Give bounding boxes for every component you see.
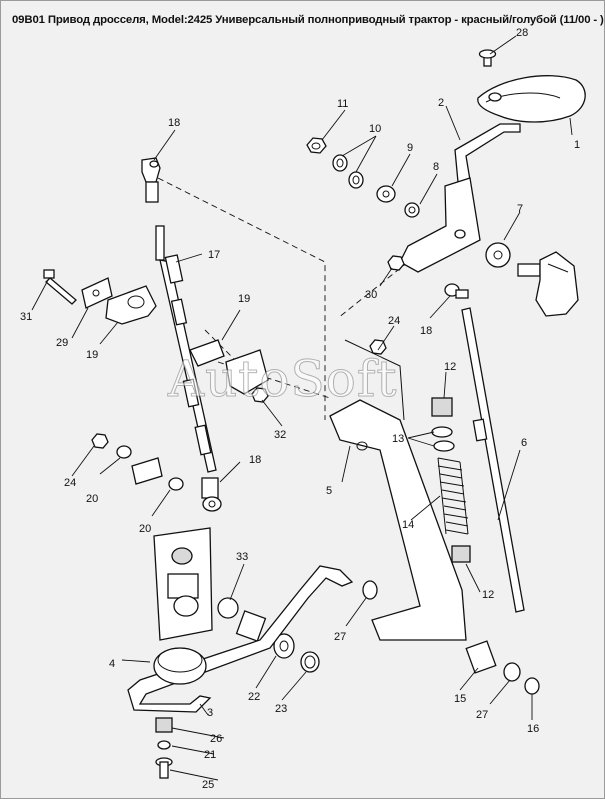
assembly-lines bbox=[157, 177, 409, 420]
callout-14: 14 bbox=[402, 519, 414, 531]
part-9-washer bbox=[376, 185, 396, 203]
part-24-nut-left bbox=[91, 433, 109, 449]
part-25-screw bbox=[155, 757, 173, 779]
part-13-washers bbox=[431, 426, 455, 452]
callout-28: 28 bbox=[516, 27, 528, 39]
callout-16: 16 bbox=[527, 723, 539, 735]
callout-33: 33 bbox=[236, 551, 248, 563]
part-20-washer-a bbox=[116, 445, 132, 459]
leader-lines bbox=[31, 35, 573, 781]
callout-23: 23 bbox=[275, 703, 287, 715]
part-8-bushing bbox=[404, 202, 420, 218]
callout-18-bot: 18 bbox=[249, 454, 261, 466]
part-22-bushing bbox=[235, 610, 295, 659]
part-17-throttle-cable bbox=[155, 225, 217, 473]
callout-5: 5 bbox=[326, 485, 332, 497]
part-21-washer bbox=[157, 740, 171, 750]
part-5-main-bracket bbox=[329, 339, 467, 641]
part-15-bushing bbox=[465, 640, 497, 674]
part-7-friction-assembly bbox=[485, 242, 579, 317]
callout-27-left: 27 bbox=[334, 631, 346, 643]
part-28-screw bbox=[478, 49, 497, 67]
callout-26: 26 bbox=[210, 733, 222, 745]
callout-20-b: 20 bbox=[139, 523, 151, 535]
part-16-ring bbox=[524, 677, 540, 695]
part-12-spring-cap-top bbox=[431, 397, 453, 417]
part-6-throttle-rod bbox=[461, 307, 525, 613]
callout-7: 7 bbox=[517, 203, 523, 215]
part-23-ring bbox=[300, 651, 320, 673]
part-27-washer-left bbox=[362, 580, 378, 600]
callout-1: 1 bbox=[574, 139, 580, 151]
part-19-clamp-bracket bbox=[105, 285, 157, 325]
callout-17: 17 bbox=[208, 249, 220, 261]
callout-24-mid: 24 bbox=[388, 315, 400, 327]
part-20-plate bbox=[131, 457, 163, 485]
part-18-rod-eye-middle bbox=[444, 283, 469, 299]
callout-6: 6 bbox=[521, 437, 527, 449]
callout-3: 3 bbox=[207, 707, 213, 719]
callout-4: 4 bbox=[109, 658, 115, 670]
callout-32: 32 bbox=[274, 429, 286, 441]
callout-18-top: 18 bbox=[168, 117, 180, 129]
part-12-spring-cap-bottom bbox=[451, 545, 471, 563]
diagram-title: 09B01 Привод дросселя, Model:2425 Универ… bbox=[12, 14, 604, 26]
callout-2: 2 bbox=[438, 97, 444, 109]
part-33-pivot-block bbox=[153, 527, 239, 641]
callout-24-left: 24 bbox=[64, 477, 76, 489]
part-27-washer-right bbox=[503, 662, 521, 682]
part-14-spring bbox=[437, 457, 469, 535]
part-32-nut bbox=[251, 387, 269, 403]
part-18-rod-end-bottom bbox=[201, 477, 222, 512]
part-29-cable-clamp bbox=[81, 277, 113, 309]
callout-27-right: 27 bbox=[476, 709, 488, 721]
part-31-bolt bbox=[43, 269, 77, 305]
part-18-ball-joint-top bbox=[141, 157, 161, 203]
callout-22: 22 bbox=[248, 691, 260, 703]
callout-30: 30 bbox=[365, 289, 377, 301]
callout-19-left: 19 bbox=[86, 349, 98, 361]
part-2-throttle-lever bbox=[399, 123, 521, 273]
part-26-clip bbox=[155, 717, 173, 733]
callout-25: 25 bbox=[202, 779, 214, 791]
callout-9: 9 bbox=[407, 142, 413, 154]
callout-10: 10 bbox=[369, 123, 381, 135]
callout-13: 13 bbox=[392, 433, 404, 445]
part-11-nut bbox=[306, 137, 327, 154]
callout-12b: 12 bbox=[482, 589, 494, 601]
callout-19-right: 19 bbox=[238, 293, 250, 305]
callout-20-a: 20 bbox=[86, 493, 98, 505]
callout-labels: 1 2 3 4 5 6 7 8 9 10 11 12 13 14 12 15 1… bbox=[20, 27, 580, 791]
part-1-throttle-knob bbox=[477, 75, 586, 123]
callout-15: 15 bbox=[454, 693, 466, 705]
callout-21: 21 bbox=[204, 749, 216, 761]
part-30-nut bbox=[387, 255, 405, 271]
callout-29: 29 bbox=[56, 337, 68, 349]
part-20-washer-b bbox=[168, 477, 184, 491]
callout-8: 8 bbox=[433, 161, 439, 173]
part-4-pedal-pad bbox=[153, 647, 207, 685]
callout-31: 31 bbox=[20, 311, 32, 323]
callout-12: 12 bbox=[444, 361, 456, 373]
callout-11: 11 bbox=[337, 98, 348, 110]
part-10-washers bbox=[332, 154, 364, 189]
callout-18-mid: 18 bbox=[420, 325, 432, 337]
part-19-bracket-right bbox=[189, 339, 269, 395]
